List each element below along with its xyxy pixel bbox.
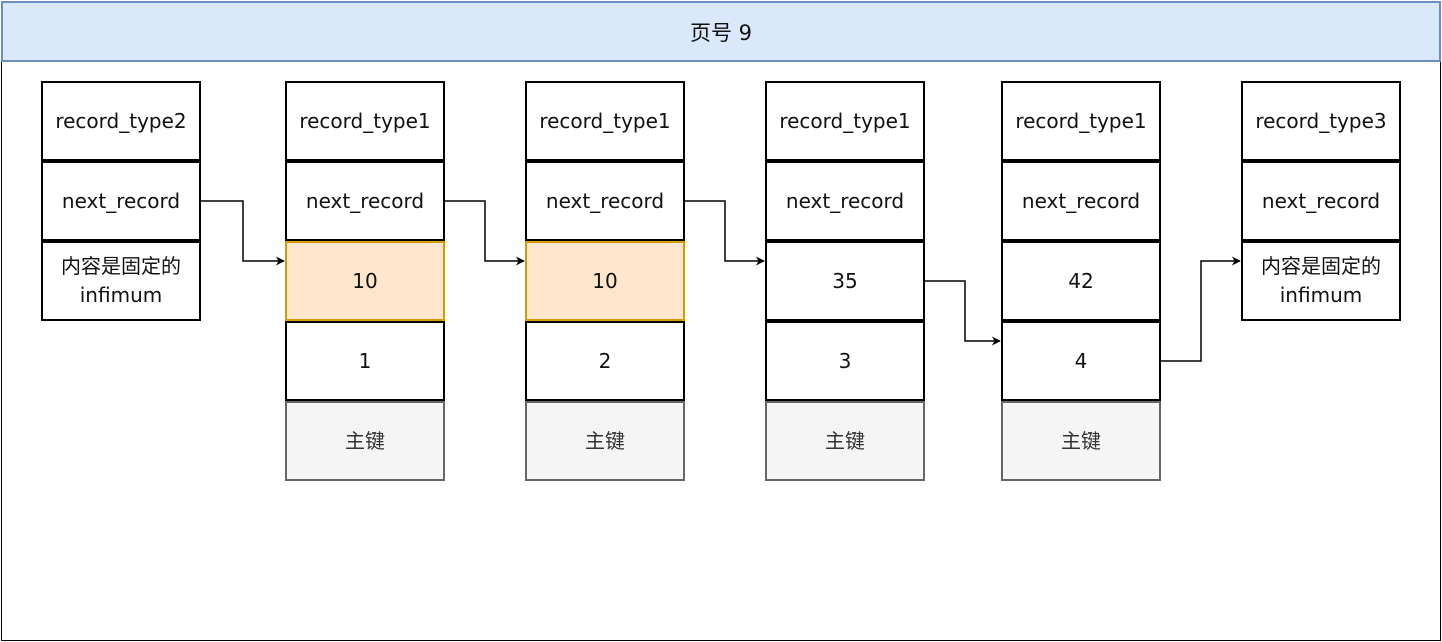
next-record-cell: next_record: [285, 161, 445, 241]
record-type-cell: record_type 3: [1241, 81, 1401, 161]
record-type-label: record_type: [1255, 108, 1374, 133]
record-type-cell: record_type 1: [765, 81, 925, 161]
record-type-value: 1: [1133, 108, 1147, 133]
record-type-cell: record_type 2: [41, 81, 201, 161]
record-type-value: 1: [897, 108, 911, 133]
next-record-cell: next_record: [1241, 161, 1401, 241]
primary-key-label-cell: 主键: [525, 401, 685, 481]
column-value-cell: 10: [525, 241, 685, 321]
page-title: 页号 9: [1, 1, 1441, 62]
record-type-label: record_type: [779, 108, 898, 133]
record-type-label: record_type: [299, 108, 418, 133]
primary-key-value-cell: 2: [525, 321, 685, 401]
next-record-cell: next_record: [525, 161, 685, 241]
column-value-cell: 10: [285, 241, 445, 321]
primary-key-value-cell: 1: [285, 321, 445, 401]
record-type-value: 3: [1373, 108, 1387, 133]
infimum-content-cell: 内容是固定的 infimum: [41, 241, 201, 321]
primary-key-label-cell: 主键: [285, 401, 445, 481]
primary-key-label-cell: 主键: [765, 401, 925, 481]
column-value-cell: 42: [1001, 241, 1161, 321]
primary-key-value-cell: 4: [1001, 321, 1161, 401]
record-type-label: record_type: [1015, 108, 1134, 133]
next-record-cell: next_record: [1001, 161, 1161, 241]
supremum-content-cell: 内容是固定的 infimum: [1241, 241, 1401, 321]
record-type-label: record_type: [55, 108, 174, 133]
next-record-cell: next_record: [765, 161, 925, 241]
record-type-value: 1: [417, 108, 431, 133]
record-type-value: 1: [657, 108, 671, 133]
column-value-cell: 35: [765, 241, 925, 321]
record-type-cell: record_type 1: [525, 81, 685, 161]
next-record-cell: next_record: [41, 161, 201, 241]
primary-key-value-cell: 3: [765, 321, 925, 401]
primary-key-label-cell: 主键: [1001, 401, 1161, 481]
record-type-value: 2: [173, 108, 187, 133]
record-type-cell: record_type 1: [1001, 81, 1161, 161]
record-type-label: record_type: [539, 108, 658, 133]
record-type-cell: record_type 1: [285, 81, 445, 161]
